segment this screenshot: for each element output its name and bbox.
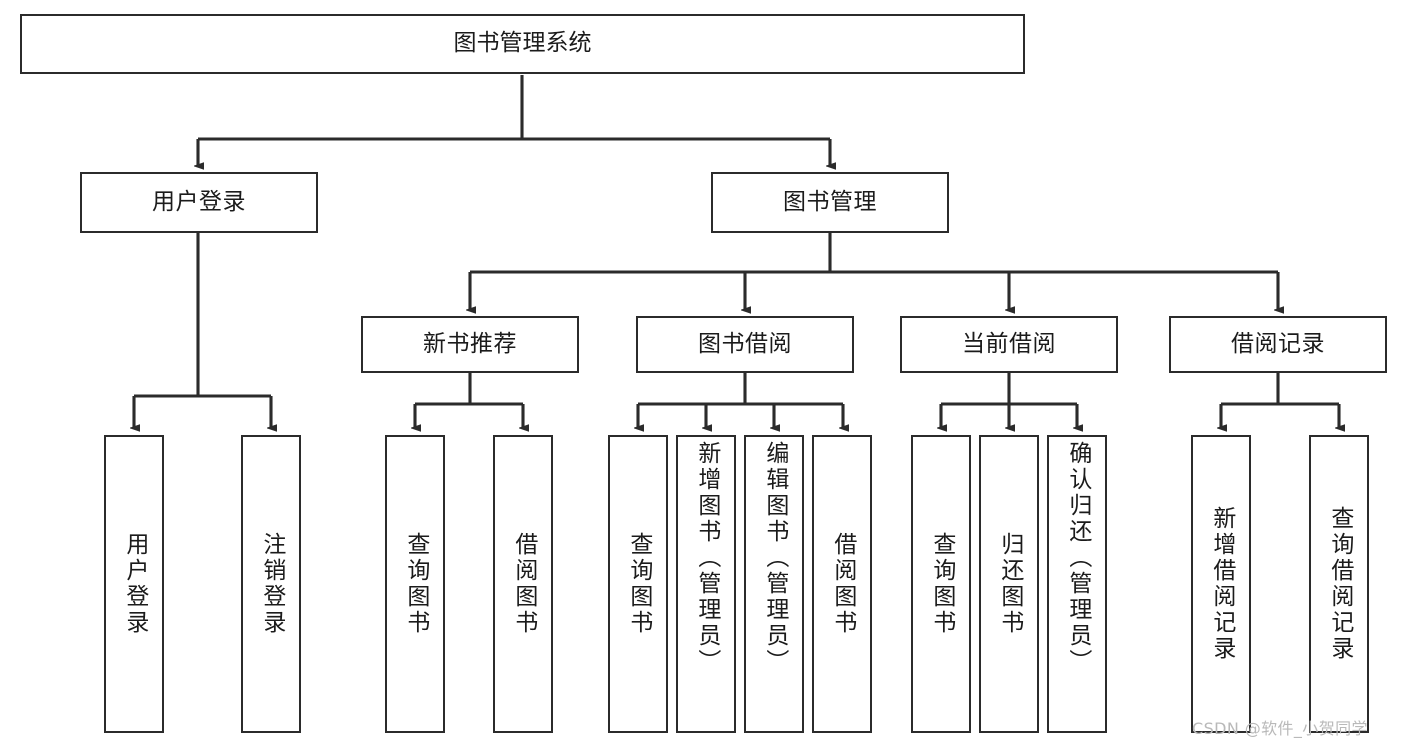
- node-leaf-query-book-borrow[interactable]: 查询图书: [608, 435, 668, 733]
- csdn-watermark: CSDN @软件_小贺同学: [1192, 719, 1368, 738]
- node-current-borrow[interactable]: 当前借阅: [900, 316, 1118, 373]
- node-leaf-return-book[interactable]: 归还图书: [979, 435, 1039, 733]
- node-leaf-confirm-return[interactable]: 确认归还（管理员）: [1047, 435, 1107, 733]
- node-user-login[interactable]: 用户登录: [80, 172, 318, 233]
- connectors-borrow-record-children: [1221, 373, 1339, 428]
- node-leaf-user-login[interactable]: 用户登录: [104, 435, 164, 733]
- node-borrow-record[interactable]: 借阅记录: [1169, 316, 1387, 373]
- node-leaf-borrow-book-recommend[interactable]: 借阅图书: [493, 435, 553, 733]
- node-leaf-borrow-book[interactable]: 借阅图书: [812, 435, 872, 733]
- node-leaf-query-book-recommend[interactable]: 查询图书: [385, 435, 445, 733]
- node-leaf-add-borrow-record[interactable]: 新增借阅记录: [1191, 435, 1251, 733]
- node-book-manage[interactable]: 图书管理: [711, 172, 949, 233]
- connectors-new-book-rec-children: [415, 373, 523, 428]
- connectors-current-borrow-children: [941, 373, 1077, 428]
- connectors-user-login-children: [134, 233, 271, 428]
- node-leaf-query-book-current[interactable]: 查询图书: [911, 435, 971, 733]
- node-new-book-recommend[interactable]: 新书推荐: [361, 316, 579, 373]
- node-leaf-add-book[interactable]: 新增图书（管理员）: [676, 435, 736, 733]
- node-leaf-user-logout[interactable]: 注销登录: [241, 435, 301, 733]
- node-leaf-query-borrow-record[interactable]: 查询借阅记录: [1309, 435, 1369, 733]
- node-book-borrow[interactable]: 图书借阅: [636, 316, 854, 373]
- node-leaf-edit-book[interactable]: 编辑图书（管理员）: [744, 435, 804, 733]
- connectors-book-borrow-children: [638, 373, 843, 428]
- node-root[interactable]: 图书管理系统: [20, 14, 1025, 74]
- connectors-book-manage-children: [470, 233, 1278, 310]
- connectors-root-level2: [198, 75, 830, 166]
